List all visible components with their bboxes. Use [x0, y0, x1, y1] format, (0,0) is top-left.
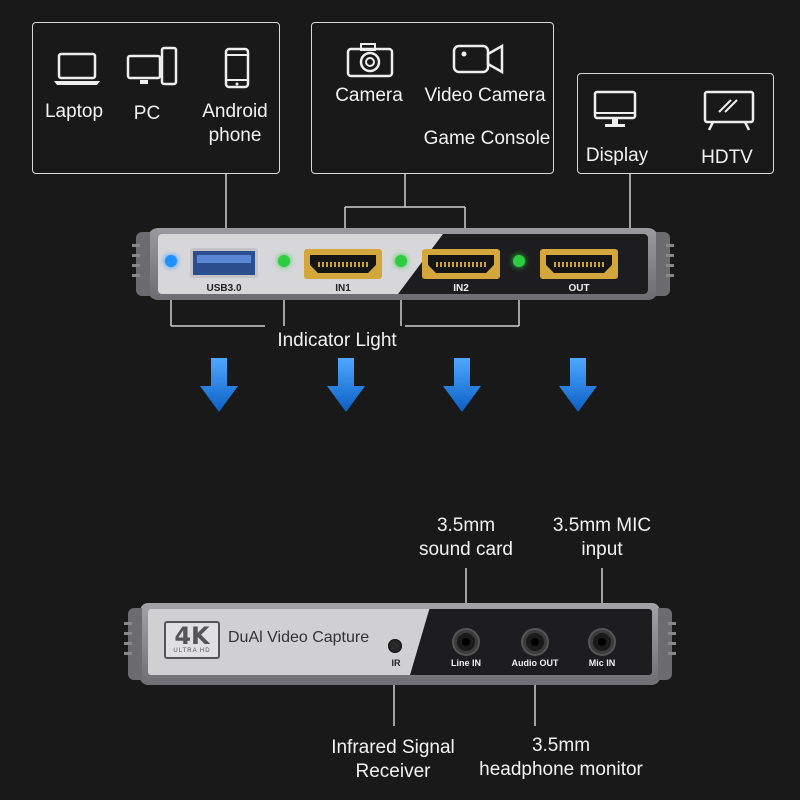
- vent-slot: [668, 652, 676, 655]
- hdtv-label: HDTV: [701, 147, 753, 168]
- in1-port-label: IN1: [335, 283, 351, 294]
- hdmi-out-port: [540, 249, 618, 279]
- bottom-device-left-cap: [128, 608, 142, 680]
- vent-slot: [666, 274, 674, 277]
- hdtv-icon: [703, 90, 755, 137]
- ir-receiver-callout: Infrared Signal Receiver: [331, 737, 455, 782]
- indicator-light-label: Indicator Light: [277, 330, 397, 351]
- in2-port-label: IN2: [453, 283, 469, 294]
- usb-port: [190, 248, 258, 278]
- video-camera-icon: [452, 42, 504, 81]
- sound-card-callout: 3.5mm sound card: [418, 515, 513, 560]
- ultra-hd-text: ULTRA HD: [173, 648, 211, 654]
- top-device-right-cap: [656, 232, 670, 296]
- display-label: Display: [585, 145, 649, 166]
- hdmi-in1-port: [304, 249, 382, 279]
- mic-input-callout: 3.5mm MIC input: [552, 515, 652, 560]
- mic-in-label: Mic IN: [588, 658, 616, 668]
- laptop-icon: [53, 52, 101, 91]
- top-device-left-cap: [136, 232, 150, 296]
- out-port-label: OUT: [568, 283, 590, 294]
- ir-sensor: [388, 639, 402, 653]
- video-camera-label: Video Camera: [424, 85, 546, 106]
- camera-label: Camera: [335, 85, 403, 106]
- bottom-device-face: [148, 609, 652, 675]
- indicator-led-green: [278, 255, 290, 267]
- source-devices-box: [32, 22, 280, 174]
- headphone-monitor-callout: 3.5mm headphone monitor: [479, 735, 643, 780]
- pc-label: PC: [133, 103, 161, 124]
- 4k-badge: 4K ULTRA HD: [164, 621, 220, 659]
- pc-icon: [126, 46, 178, 91]
- vent-slot: [124, 642, 132, 645]
- vent-slot: [124, 622, 132, 625]
- down-arrow-icon: [557, 356, 599, 419]
- audio-out-jack: [523, 630, 547, 654]
- game-console-label: Game Console: [423, 128, 551, 149]
- vent-slot: [668, 642, 676, 645]
- line-in-jack: [454, 630, 478, 654]
- vent-slot: [132, 264, 140, 267]
- hdmi-in2-port: [422, 249, 500, 279]
- down-arrow-icon: [441, 356, 483, 419]
- vent-slot: [668, 622, 676, 625]
- indicator-led-blue: [165, 255, 177, 267]
- vent-slot: [668, 632, 676, 635]
- down-arrow-icon: [198, 356, 240, 419]
- device-name-label: DuAl Video Capture: [228, 629, 370, 646]
- vent-slot: [132, 254, 140, 257]
- smartphone-icon: [224, 47, 250, 94]
- audio-out-label: Audio OUT: [511, 658, 559, 668]
- usb-port-label: USB3.0: [206, 283, 242, 294]
- output-devices-box: [577, 73, 774, 174]
- vent-slot: [124, 632, 132, 635]
- mic-in-jack: [590, 630, 614, 654]
- line-in-label: Line IN: [450, 658, 481, 668]
- 4k-badge-text: 4K: [174, 622, 210, 650]
- vent-slot: [666, 264, 674, 267]
- input-devices-box: [311, 22, 554, 174]
- down-arrow-icon: [325, 356, 367, 419]
- laptop-label: Laptop: [44, 101, 104, 122]
- indicator-led-green: [395, 255, 407, 267]
- android-phone-label: Android phone: [202, 101, 268, 146]
- camera-icon: [346, 42, 394, 83]
- vent-slot: [132, 274, 140, 277]
- bottom-device-right-cap: [658, 608, 672, 680]
- vent-slot: [666, 244, 674, 247]
- vent-slot: [124, 652, 132, 655]
- display-icon: [593, 90, 637, 135]
- vent-slot: [666, 254, 674, 257]
- vent-slot: [132, 244, 140, 247]
- indicator-led-green: [513, 255, 525, 267]
- ir-label: IR: [391, 658, 401, 668]
